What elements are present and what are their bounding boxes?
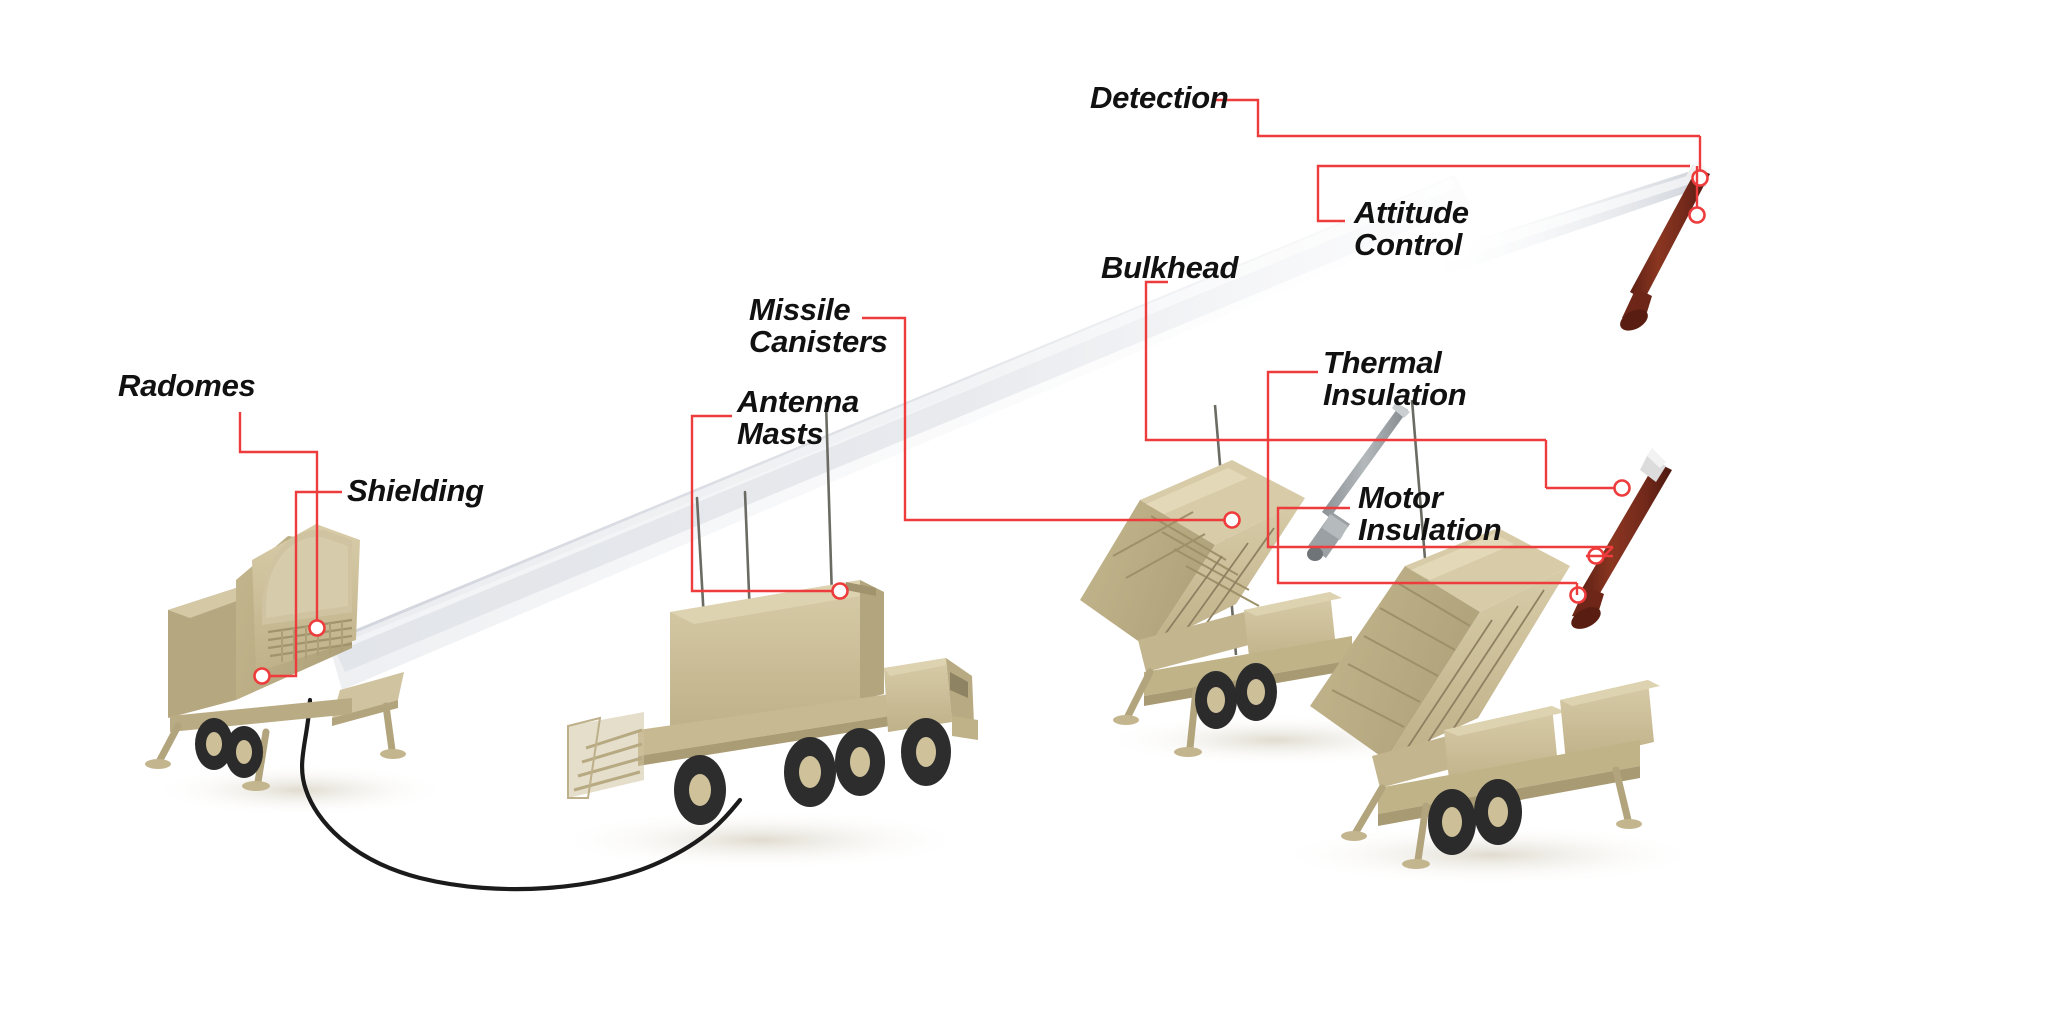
node-bulkhead bbox=[1613, 479, 1631, 497]
leader-radomes bbox=[238, 412, 319, 628]
label-missile-canisters: Missile Canisters bbox=[749, 292, 888, 359]
node-missile-canisters bbox=[1223, 511, 1241, 529]
node-detection bbox=[1691, 169, 1709, 187]
radar-vehicle bbox=[145, 524, 406, 791]
leader-thermal-insulation bbox=[1266, 370, 1613, 549]
leader-motor-insulation bbox=[1276, 506, 1577, 585]
leader-missile-canisters bbox=[862, 316, 1232, 522]
missile-canisters-pack-2 bbox=[1310, 528, 1570, 763]
launcher-vehicle-1 bbox=[1080, 404, 1352, 757]
shadow-launcher-2 bbox=[1275, 825, 1705, 885]
label-attitude-control: Attitude Control bbox=[1354, 195, 1469, 262]
node-antenna-masts bbox=[831, 582, 849, 600]
leader-shielding bbox=[262, 490, 342, 678]
command-truck bbox=[567, 401, 978, 825]
node-radomes bbox=[308, 619, 326, 637]
node-shielding bbox=[253, 667, 271, 685]
leader-bulkhead bbox=[1144, 280, 1546, 442]
missile-upper bbox=[1420, 160, 1710, 331]
radar-beam bbox=[330, 175, 1470, 690]
stub-thermal bbox=[1603, 546, 1614, 557]
power-cable bbox=[299, 697, 743, 892]
label-radomes: Radomes bbox=[118, 368, 256, 403]
label-thermal-insulation: Thermal Insulation bbox=[1323, 345, 1467, 412]
leader-detection bbox=[1215, 98, 1700, 138]
label-bulkhead: Bulkhead bbox=[1101, 250, 1239, 285]
label-antenna-masts: Antenna Masts bbox=[737, 384, 859, 451]
leader-antenna-masts bbox=[690, 414, 840, 593]
label-motor-insulation: Motor Insulation bbox=[1358, 480, 1502, 547]
shadow-truck bbox=[550, 810, 970, 870]
leader-attitude-control bbox=[1316, 164, 1690, 223]
label-shielding: Shielding bbox=[347, 473, 484, 508]
antenna-masts bbox=[695, 401, 834, 622]
missile-canisters-pack-1 bbox=[1080, 460, 1305, 649]
launcher-vehicle-2 bbox=[1310, 399, 1660, 869]
label-detection: Detection bbox=[1090, 80, 1229, 115]
node-attitude-control bbox=[1688, 206, 1706, 224]
shadow-radar bbox=[150, 764, 450, 816]
missile-lower bbox=[1571, 448, 1672, 629]
